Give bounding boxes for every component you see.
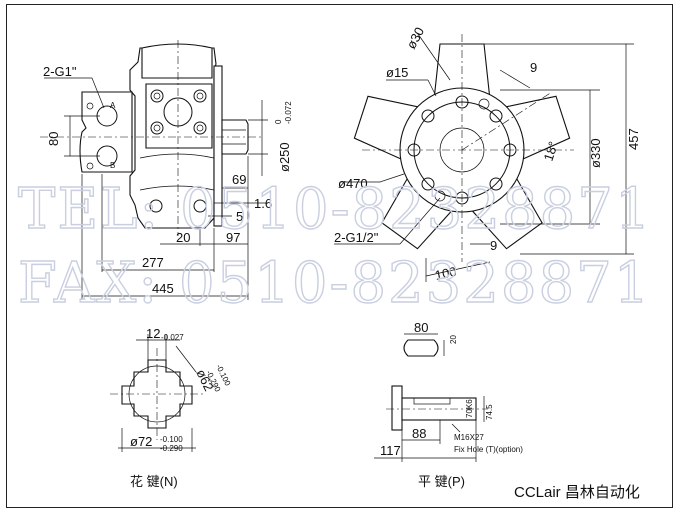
spline-shaft-view: 12 -0.027 ø62 -0.100 -0.290 ø72 -0.100 -… [110, 326, 232, 489]
dim-9-top-label: 9 [530, 60, 537, 75]
bolt-icon [150, 121, 164, 135]
side-view: 2-G1" A B 80 ø250 0 -0.072 69 1.6 5 [40, 40, 293, 300]
leader-line [399, 197, 441, 245]
bolt-icon [193, 121, 207, 135]
shaft-bore [439, 127, 485, 173]
bolt-icon [196, 92, 204, 100]
bolt-icon [86, 162, 94, 170]
leader-line [451, 423, 461, 433]
leader-line [91, 77, 105, 109]
leader-line [379, 173, 405, 183]
dim-12-tol: -0.027 [161, 333, 184, 342]
housing-seam [139, 153, 215, 159]
watermark-fax: FAX: 0510-82328871 [18, 251, 651, 316]
dim-69-label: 69 [232, 172, 246, 187]
watermark-tel: TEL: 0510-82328871 [18, 177, 653, 242]
bolt-icon [489, 177, 503, 191]
bolt-icon [193, 199, 207, 213]
shaft-dim-74-5: 74.5 [485, 404, 494, 420]
port-b-label: B [110, 161, 115, 170]
bolt-icon [150, 89, 164, 103]
bolt-icon [407, 143, 421, 157]
housing-seam [139, 185, 215, 191]
spline-caption: 花 键(N) [130, 474, 178, 489]
shaft-dim-70k6: 70K6 [465, 399, 474, 418]
keyed-shaft-view: 80 20 70K6 74.5 M16X27 Fix Hole (T)(opti… [374, 320, 523, 489]
dim-445-label: 445 [152, 281, 174, 296]
shaft-dim-88: 88 [412, 426, 426, 441]
leader-line [427, 79, 437, 97]
radial-cylinders [353, 43, 571, 250]
port-a-label: A [110, 101, 116, 110]
dim-18-label: 18° [541, 140, 561, 163]
dim-5-label: 5 [236, 209, 243, 224]
dim-72-tol-lower: -0.290 [160, 444, 183, 453]
dim-330-label: ø330 [588, 138, 603, 168]
dim-12-label: 12 [146, 326, 160, 341]
bolt-icon [149, 199, 163, 213]
shaft-dim-117: 117 [380, 443, 401, 458]
dim-30-label: ø30 [403, 25, 427, 52]
dim-15-label: ø15 [386, 65, 408, 80]
bolt-icon [153, 124, 161, 132]
fix-hole-label: Fix Hole (T)(option) [454, 445, 523, 454]
leader-line [499, 69, 531, 89]
dim-470-label: ø470 [338, 176, 368, 191]
key-dim-20: 20 [449, 335, 458, 344]
dim-250-tol-lower: -0.072 [284, 101, 293, 124]
port-size-label: 2-G1/2" [334, 230, 379, 245]
bolt-icon [455, 95, 469, 109]
bolt-icon [196, 124, 204, 132]
bolt-icon [489, 109, 503, 123]
bolt-icon [193, 89, 207, 103]
bolt-icon [455, 191, 469, 205]
shaft-flange [391, 385, 403, 431]
dim-72-label: ø72 [130, 434, 152, 449]
keyway [413, 397, 451, 405]
port-size-label: 2-G1" [43, 64, 77, 79]
bolt-icon [421, 109, 435, 123]
dim-1-6-label: 1.6 [254, 196, 272, 211]
key-caption: 平 键(P) [418, 474, 465, 489]
leader-line [417, 33, 451, 81]
bolt-icon [153, 92, 161, 100]
bolt-icon [86, 102, 94, 110]
dim-80-label: 80 [46, 132, 61, 146]
dim-250-label: ø250 [277, 142, 292, 172]
port-block [79, 91, 133, 173]
thread-label: M16X27 [454, 433, 484, 442]
brand-label: CCLair 昌林自动化 [514, 484, 640, 501]
leader-line [175, 345, 197, 373]
dim-97-label: 97 [226, 230, 240, 245]
dim-250-tol-upper: 0 [274, 119, 283, 124]
dim-9-bottom-label: 9 [490, 238, 497, 253]
dimension-line [425, 261, 491, 277]
bolt-icon [421, 177, 435, 191]
dim-100-label: 100 [434, 264, 458, 283]
drawing-frame [6, 4, 673, 508]
key-dim-80: 80 [414, 320, 428, 335]
dim-457-label: 457 [626, 128, 641, 150]
motor-top-cap [141, 43, 213, 79]
dim-20-label: 20 [176, 230, 190, 245]
key-outline [403, 339, 439, 357]
port-circle [478, 98, 490, 110]
watermark: TEL: 0510-82328871 FAX: 0510-82328871 [17, 176, 653, 316]
bolt-icon [503, 143, 517, 157]
front-view: ø30 ø15 9 ø330 457 18° ø470 2-G1/2" [334, 25, 641, 283]
centre-line [461, 91, 553, 151]
dim-277-label: 277 [142, 255, 164, 270]
dim-72-tol-upper: -0.100 [160, 435, 183, 444]
port-circle [434, 190, 446, 202]
